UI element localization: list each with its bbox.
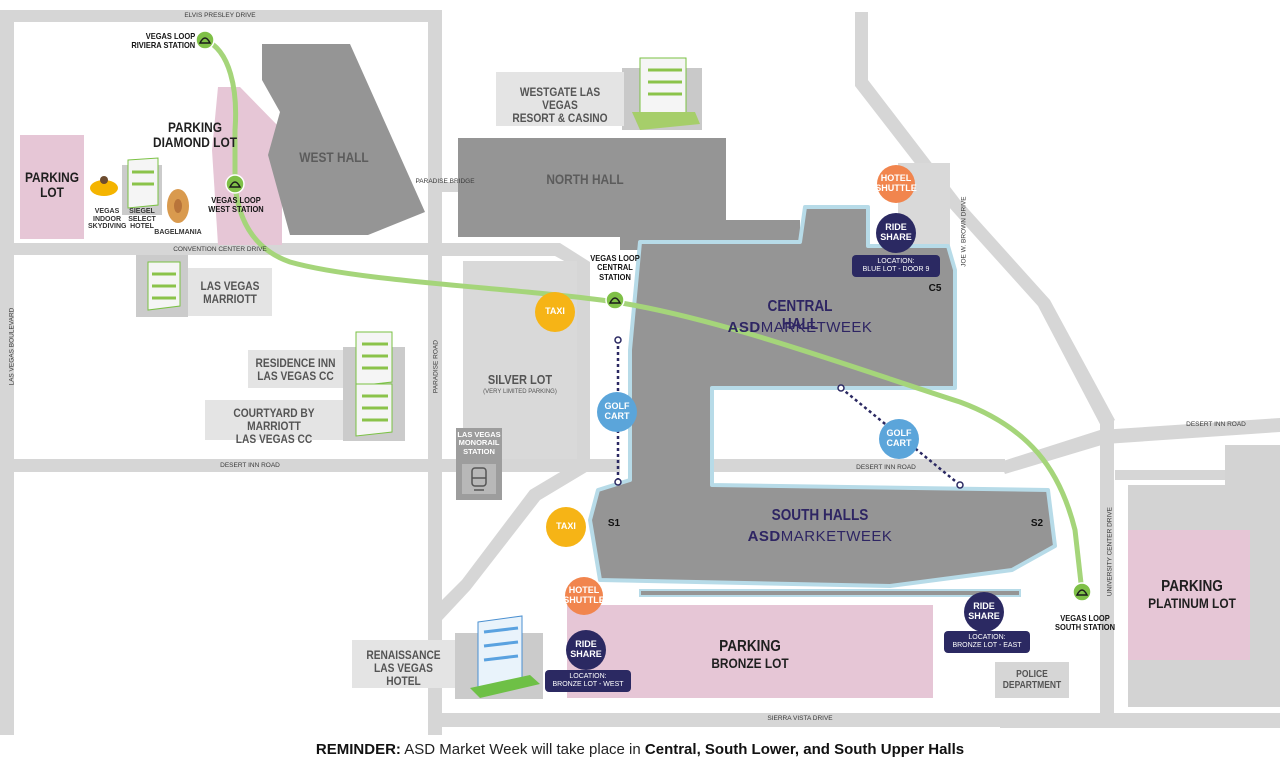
golf-cart-path-2 — [840, 387, 961, 486]
courtyard-label-bg — [205, 400, 343, 440]
hotel-building-icon — [127, 157, 159, 209]
ride-share-location-north: LOCATION:BLUE LOT - DOOR 9 — [852, 255, 940, 278]
west-hall-shape — [262, 44, 425, 235]
road-label-desert-inn-mid: DESERT INN ROAD — [856, 464, 916, 471]
silver-lot-label: SILVER LOT(VERY LIMITED PARKING) — [483, 372, 557, 396]
door-s1-label: S1 — [607, 518, 621, 529]
road-right-lot-edge — [1115, 470, 1280, 480]
loop-station-icon — [605, 290, 625, 310]
hotel-building-icon — [470, 615, 540, 698]
hotel-building-icon — [147, 261, 181, 311]
road-paradise — [428, 10, 442, 735]
road-joe-brown — [855, 12, 1115, 428]
road-label-paradise-bridge: PARADISE BRIDGE — [415, 178, 475, 185]
roads — [0, 10, 1280, 735]
road-label-desert-inn-left: DESERT INN ROAD — [220, 462, 280, 469]
monorail-icon-bg — [462, 464, 496, 494]
loop-station-icon — [1072, 582, 1092, 602]
road-university-center — [1100, 418, 1114, 728]
central-hall-label: CENTRAL HALL — [767, 298, 833, 333]
marriott-label-bg — [188, 268, 272, 316]
road-label-lv-boulevard: LAS VEGAS BOULEVARD — [8, 307, 16, 386]
reminder-banner: REMINDER: ASD Market Week will take plac… — [315, 741, 965, 758]
taxi-central: TAXI — [535, 292, 575, 332]
west-hall-label: WEST HALL — [299, 149, 369, 165]
road-desert-inn-mid — [705, 459, 1005, 472]
loop-station-icon — [225, 174, 245, 194]
south-halls-label: SOUTH HALLS — [771, 507, 869, 524]
central-south-halls — [588, 205, 1057, 588]
road-label-convention-center: CONVENTION CENTER DRIVE — [173, 246, 267, 253]
south-underline-1 — [639, 589, 1021, 597]
north-hall-label: NORTH HALL — [546, 171, 624, 187]
road-north-edge — [1000, 720, 1280, 728]
hotel-building-icon — [355, 383, 393, 437]
monorail-train-icon — [471, 467, 487, 491]
door-c5-label: C5 — [928, 283, 942, 294]
door-s2-label: S2 — [1030, 518, 1044, 529]
westgate-label-bg — [496, 72, 624, 126]
hotel-building-icon — [355, 331, 393, 387]
road-desert-inn — [0, 459, 620, 472]
road-convention-center — [0, 243, 445, 255]
skydiving-icon — [90, 176, 118, 196]
taxi-south: TAXI — [546, 507, 586, 547]
parking-diamond-area — [212, 87, 282, 245]
road-label-elvis-presley: ELVIS PRESLEY DRIVE — [184, 12, 256, 19]
south-halls-brand: ASDMARKETWEEK — [747, 528, 893, 545]
renaissance-label-bg — [352, 640, 455, 688]
bagelmania-label: BAGELMANIA — [154, 229, 202, 236]
road-label-sierra-vista: SIERRA VISTA DRIVE — [767, 715, 833, 722]
road-paradise-bridge — [440, 182, 470, 192]
road-lv-boulevard — [0, 10, 14, 735]
ride-share-location-east: LOCATION:BRONZE LOT - EAST — [944, 631, 1030, 654]
parking-lot-area — [20, 135, 84, 239]
road-elvis-presley — [0, 10, 442, 22]
residence-label-bg — [248, 350, 343, 388]
road-label-joe-brown: JOE W. BROWN DRIVE — [960, 196, 968, 267]
bagel-icon — [167, 189, 189, 223]
hotel-building-icon — [632, 57, 700, 130]
central-hall-brand: ASDMARKETWEEK — [727, 319, 873, 336]
parking-platinum-area — [1128, 530, 1250, 660]
road-label-desert-inn-right: DESERT INN ROAD — [1186, 421, 1246, 428]
central-south-shape — [588, 205, 1057, 588]
road-label-university-center: UNIVERSITY CENTER DRIVE — [1106, 507, 1114, 597]
road-desert-inn-right — [1000, 418, 1280, 474]
loop-station-icon — [195, 30, 215, 50]
ride-share-location-west: LOCATION:BRONZE LOT - WEST — [545, 670, 631, 693]
road-label-paradise-road: PARADISE ROAD — [432, 340, 440, 394]
platinum-right — [1225, 445, 1280, 490]
police-block — [995, 662, 1069, 698]
